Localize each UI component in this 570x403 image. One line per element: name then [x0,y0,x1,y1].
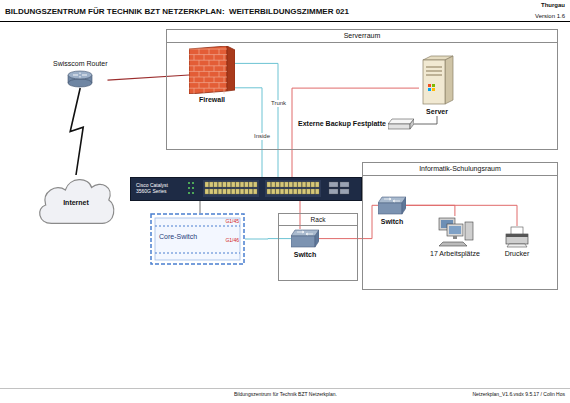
node-label: Switch [381,218,404,226]
printer-icon [504,226,530,248]
router-icon [67,70,93,88]
cloud-label: Internet [63,199,89,207]
node-label: Externe Backup Festplatte [298,120,386,128]
workstations-icon [435,216,475,248]
page-title: BILDUNGSZENTRUM FÜR TECHNIK BZT NETZERKP… [5,7,349,16]
firewall-node: Firewall [189,46,235,104]
core-switch-box: Core-Switch G1/45G1/46 [150,213,245,265]
firewall-icon [189,46,235,94]
device-model: Cisco Catalyst 3560G Series [136,182,182,194]
switch-icon [378,196,406,216]
connector [108,75,190,80]
backup-disk-icon [388,118,414,130]
router-node: Swisscom Router [53,60,107,88]
page-label: Version 1.6 [535,13,565,20]
device-name: Core-Switch [159,233,197,241]
page-label: Netzerkplan_V1.6.vsdx 9.5.17 / Colin Hos [472,392,565,398]
room-region: Informatik-SchulungsraumSwitch 17 Arbeits… [362,162,558,290]
footer-rule [0,388,570,389]
server-icon [419,54,455,106]
node-label: Drucker [505,250,530,258]
switch-icon [291,229,319,249]
connector [300,201,301,229]
connector [406,205,517,226]
connector [292,88,419,177]
port-label: G1/45 [225,219,239,225]
node-label: Switch [294,251,317,259]
printer-node: Drucker [504,226,530,258]
workstations-node: 17 Arbeitsplätze [430,216,480,258]
room-region: ServerraumFirewallServerExterne Backup F… [166,29,558,150]
page-label: Bildungszentrum für Technik BZT Netzerkp… [234,392,337,398]
connector [70,88,83,175]
switch-node: Switch [291,229,319,259]
connector [235,63,278,177]
rack-region: RackSwitch [278,213,358,281]
node-label: Firewall [199,96,225,104]
connector [319,205,378,238]
port-label: G1/46 [225,238,239,244]
edge-label: Inside [253,133,271,140]
connector [199,201,200,213]
region-title: Rack [279,214,357,226]
header-rule [0,21,570,22]
node-label: Swisscom Router [53,60,107,68]
page-label: Thurgau [541,2,565,9]
connector [414,116,437,124]
node-label: 17 Arbeitsplätze [430,250,480,258]
backup-node: Externe Backup Festplatte [298,118,414,130]
edge-label: Trunk [270,100,287,107]
switch-node: Switch [378,196,406,226]
server-node: Server [419,54,455,116]
region-title: Serverraum [167,30,557,43]
connector [245,238,291,239]
cloud-node: Internet [35,175,117,225]
switch-device: Cisco Catalyst 3560G Series [130,177,362,201]
region-title: Informatik-Schulungsraum [363,163,557,176]
connector [406,205,455,216]
node-label: Server [426,108,448,116]
